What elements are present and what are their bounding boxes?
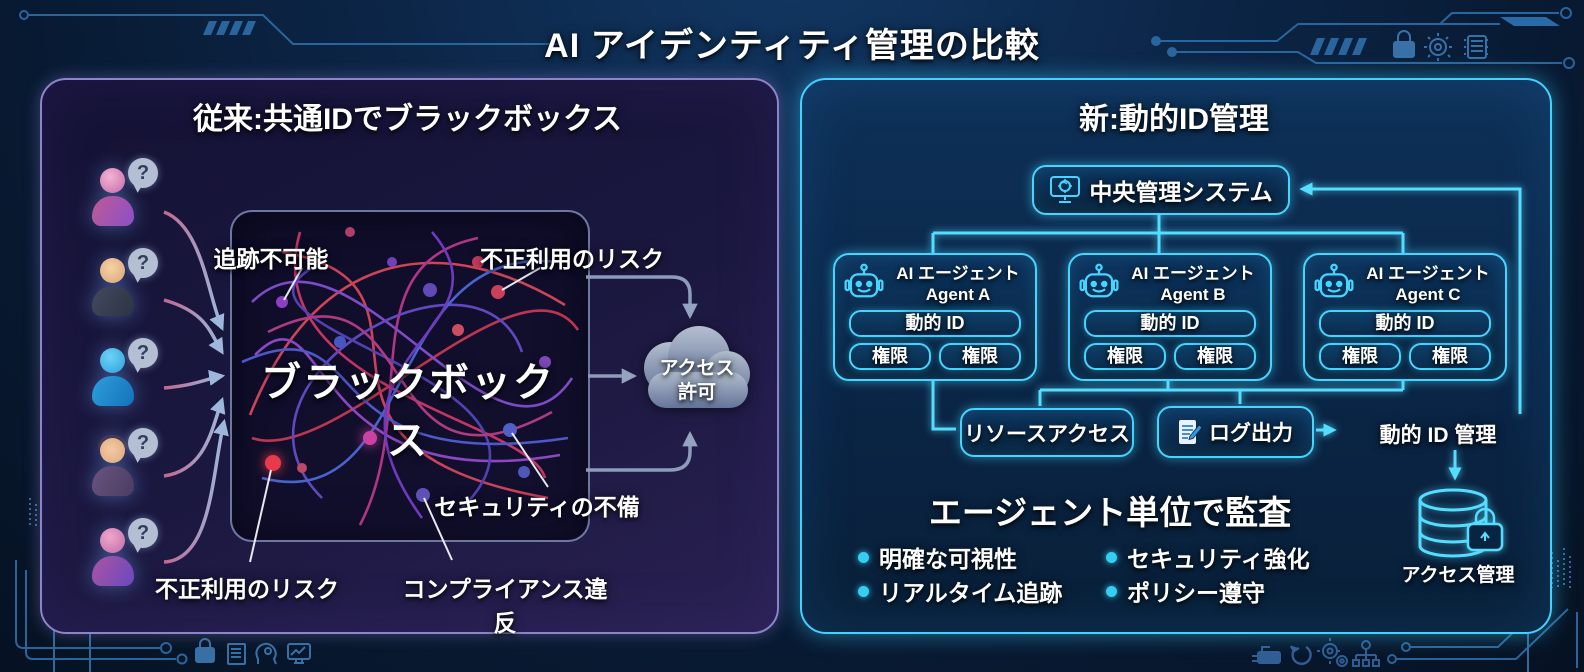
log-output-box: ログ出力 <box>1157 406 1314 458</box>
question-bubble-icon: ? <box>128 158 158 188</box>
avatar-body <box>92 376 134 406</box>
bullet-security-strengthening: セキュリティ強化 <box>1106 540 1310 574</box>
bullet-dot-icon <box>1106 551 1117 563</box>
dynamic-id-management-label: 動的 ID 管理 <box>1379 424 1497 447</box>
agent-box-c: AI エージェント Agent C 動的 ID 権限 権限 <box>1303 253 1507 381</box>
agent-type-label: AI エージェント <box>896 263 1020 283</box>
avatar-body <box>92 286 134 316</box>
avatar-head <box>100 258 125 283</box>
robot-icon <box>1079 263 1119 298</box>
dynamic-id-pill: 動的 ID <box>1319 310 1491 337</box>
dynamic-id-pill: 動的 ID <box>1084 310 1256 337</box>
permission-pill: 権限 <box>1409 343 1491 370</box>
bullet-label: リアルタイム追跡 <box>879 580 1063 606</box>
user-avatar-4 <box>84 435 142 504</box>
agent-type-label: AI エージェント <box>1131 263 1255 283</box>
avatar-body <box>92 466 134 496</box>
agent-title: AI エージェント Agent A <box>889 263 1027 306</box>
bullet-label: セキュリティ強化 <box>1127 546 1310 572</box>
refresh-icon <box>1289 645 1312 666</box>
avatar-head <box>100 348 125 373</box>
question-bubble-icon: ? <box>128 428 158 458</box>
agent-name: Agent A <box>925 285 991 304</box>
user-avatar-2 <box>84 258 142 324</box>
central-system-label: 中央管理システム <box>1089 179 1273 205</box>
callout-security-flaw: セキュリティの不備 <box>434 494 640 520</box>
audit-heading: エージェント単位で監査 <box>928 494 1292 531</box>
resource-access-box: リソースアクセス <box>960 408 1134 457</box>
avatar-head <box>100 438 125 463</box>
page-title: AI アイデンティティ管理の比較 <box>544 27 1040 65</box>
question-bubble-icon: ? <box>128 338 158 368</box>
agent-title: AI エージェント Agent C <box>1359 263 1497 306</box>
avatar-head <box>100 528 125 553</box>
permission-pill: 権限 <box>849 343 931 370</box>
agent-type-label: AI エージェント <box>1366 263 1490 283</box>
document-edit-icon <box>1179 420 1202 444</box>
monitor-circuit-icon <box>1050 176 1081 203</box>
gears-icon <box>1317 638 1348 667</box>
robot-icon <box>1314 263 1354 298</box>
permission-pill: 権限 <box>939 343 1021 370</box>
agent-header: AI エージェント Agent B <box>1070 260 1270 308</box>
agent-box-b: AI エージェント Agent B 動的 ID 権限 権限 <box>1068 253 1272 381</box>
bullet-dot-icon <box>858 551 869 563</box>
machine-icon <box>1252 646 1281 664</box>
bullet-dot-icon <box>1106 585 1117 597</box>
dynamic-id-pill: 動的 ID <box>849 310 1021 337</box>
blackbox-label: ブラックボックス <box>261 361 555 463</box>
question-bubble-icon: ? <box>128 518 158 548</box>
bullet-label: ポリシー遵守 <box>1127 580 1265 606</box>
bullet-clear-visibility: 明確な可視性 <box>858 540 1017 574</box>
permission-pill: 権限 <box>1174 343 1256 370</box>
log-output-label: ログ出力 <box>1209 422 1293 445</box>
permission-row: 権限 権限 <box>1084 343 1256 370</box>
robot-icon <box>844 263 884 298</box>
permission-pill: 権限 <box>1319 343 1401 370</box>
central-system-box: 中央管理システム <box>1032 165 1290 215</box>
bullet-realtime-tracking: リアルタイム追跡 <box>858 574 1062 608</box>
agent-box-a: AI エージェント Agent A 動的 ID 権限 権限 <box>833 253 1037 381</box>
avatar-body <box>92 196 134 226</box>
avatar-body <box>92 556 134 586</box>
legacy-panel-title: 従来:共通IDでブラックボックス <box>192 103 623 136</box>
permission-row: 権限 権限 <box>1319 343 1491 370</box>
avatar-head <box>100 168 125 193</box>
cloud-label-line2: 許可 <box>677 382 716 403</box>
permission-row: 権限 権限 <box>849 343 1021 370</box>
agent-header: AI エージェント Agent C <box>1305 260 1505 308</box>
callout-misuse-risk-bottom: 不正利用のリスク <box>155 576 339 602</box>
callout-untraceable: 追跡不可能 <box>213 246 329 272</box>
callout-compliance-violation: コンプライアンス違反 <box>402 576 608 636</box>
chart-monitor-icon <box>287 643 311 664</box>
cloud-label-line1: アクセス <box>659 358 735 379</box>
user-avatar-1 <box>84 168 142 234</box>
agent-name: Agent C <box>1395 285 1461 304</box>
agent-header: AI エージェント Agent A <box>835 260 1035 308</box>
access-management-label: アクセス管理 <box>1401 565 1515 586</box>
user-avatar-3 <box>84 348 142 414</box>
dynamic-panel-title: 新:動的ID管理 <box>1079 103 1269 136</box>
hierarchy-icon <box>1352 640 1380 667</box>
agent-name: Agent B <box>1160 285 1226 304</box>
ai-head-icon <box>255 642 277 665</box>
log-list-icon <box>227 643 246 665</box>
resource-access-label: リソースアクセス <box>964 422 1130 446</box>
lock-icon <box>195 638 215 663</box>
question-bubble-icon: ? <box>128 248 158 278</box>
bullet-policy-compliance: ポリシー遵守 <box>1106 574 1265 608</box>
callout-misuse-risk-top: 不正利用のリスク <box>480 246 664 272</box>
permission-pill: 権限 <box>1084 343 1166 370</box>
agent-title: AI エージェント Agent B <box>1124 263 1262 306</box>
bullet-dot-icon <box>858 585 869 597</box>
bullet-label: 明確な可視性 <box>879 546 1017 572</box>
